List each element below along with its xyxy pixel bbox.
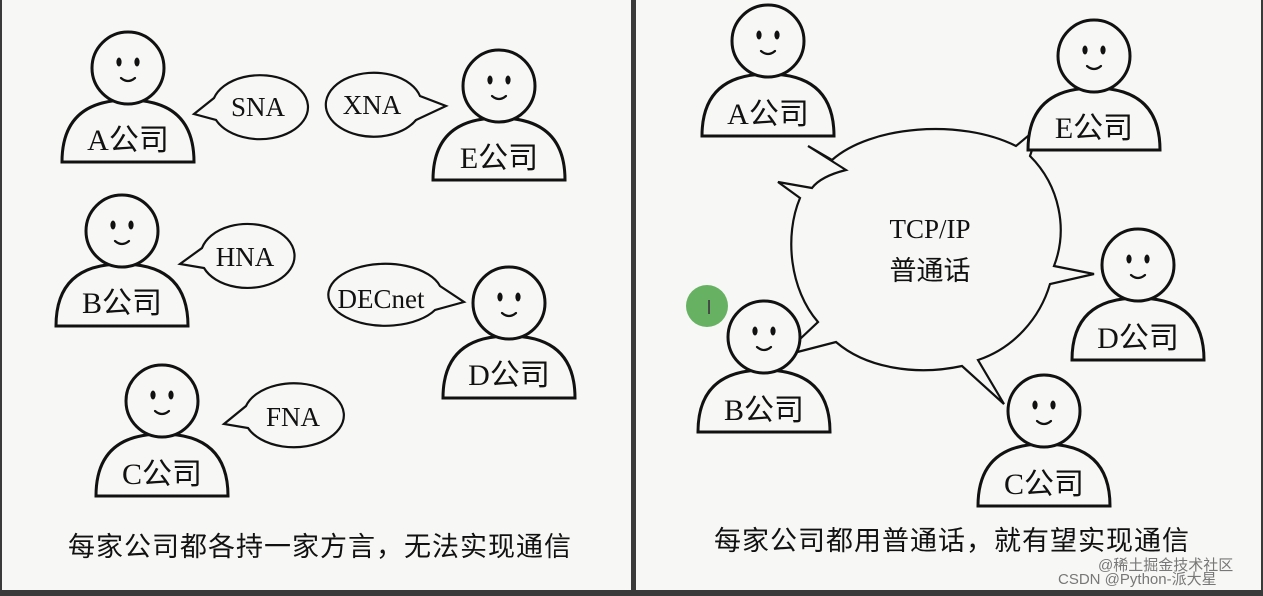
person-head bbox=[90, 30, 166, 106]
bubble-fna: FNA bbox=[221, 382, 345, 449]
person-label: B公司 bbox=[82, 287, 162, 320]
person-smile bbox=[755, 345, 773, 352]
cursor-dot bbox=[686, 285, 728, 327]
person-eye bbox=[168, 390, 174, 400]
person-label: D公司 bbox=[1097, 322, 1179, 355]
person-head bbox=[1100, 227, 1176, 303]
bubble-label: XNA bbox=[343, 90, 402, 120]
bubble-xna: XNA bbox=[324, 71, 449, 138]
center-bubble-shape bbox=[777, 122, 1095, 405]
person-head bbox=[730, 3, 806, 79]
person-eye bbox=[752, 326, 758, 336]
bubble-shape bbox=[327, 262, 467, 327]
person-smile bbox=[153, 409, 171, 416]
person-smile bbox=[1035, 419, 1053, 426]
person-eye bbox=[1050, 400, 1056, 410]
person-smile bbox=[119, 76, 137, 83]
bubble-shape bbox=[324, 71, 449, 138]
right-person-e: E公司 bbox=[1026, 18, 1162, 152]
person-eye bbox=[774, 30, 780, 40]
person-head bbox=[1056, 18, 1132, 94]
person-head bbox=[726, 299, 802, 375]
person-eye bbox=[770, 326, 776, 336]
bubble-hna: HNA bbox=[177, 222, 296, 290]
bubble-label: FNA bbox=[266, 402, 321, 432]
person-label: D公司 bbox=[468, 359, 550, 392]
person-smile bbox=[500, 311, 518, 318]
left-caption: 每家公司都各持一家方言，无法实现通信 bbox=[68, 532, 572, 562]
person-eye bbox=[1100, 45, 1106, 55]
person-label: E公司 bbox=[1055, 112, 1133, 145]
cursor-indicator: I bbox=[686, 285, 728, 327]
left-person-e: E公司 bbox=[431, 48, 567, 182]
watermark-csdn: CSDN @Python-派大星 bbox=[1058, 571, 1217, 588]
right-caption: 每家公司都用普通话，就有望实现通信 bbox=[714, 526, 1190, 556]
left-person-c: C公司 bbox=[94, 363, 230, 498]
person-smile bbox=[1129, 273, 1147, 280]
person-smile bbox=[113, 239, 131, 246]
person-label: C公司 bbox=[122, 458, 202, 491]
bubble-sna: SNA bbox=[191, 74, 310, 141]
person-eye bbox=[128, 220, 134, 230]
center-bubble-line1: TCP/IP bbox=[889, 214, 970, 244]
center-bubble-line2: 普通话 bbox=[890, 256, 971, 286]
person-smile bbox=[759, 49, 777, 56]
person-smile bbox=[490, 94, 508, 101]
person-eye bbox=[1144, 254, 1150, 264]
watermark-juejin: @稀土掘金技术社区 bbox=[1098, 557, 1233, 574]
person-head bbox=[471, 265, 547, 341]
right-person-a: A公司 bbox=[700, 3, 836, 138]
person-head bbox=[124, 363, 200, 439]
left-person-a: A公司 bbox=[60, 30, 196, 164]
bubble-label: HNA bbox=[216, 242, 275, 272]
person-label: A公司 bbox=[87, 124, 169, 157]
person-eye bbox=[110, 220, 116, 230]
bubble-shape bbox=[221, 382, 345, 449]
left-person-b: B公司 bbox=[54, 193, 190, 328]
person-eye bbox=[505, 75, 511, 85]
person-head bbox=[1006, 373, 1082, 449]
right-person-c: C公司 bbox=[976, 373, 1112, 508]
person-head bbox=[461, 48, 537, 124]
person-label: E公司 bbox=[460, 142, 538, 175]
person-label: C公司 bbox=[1004, 468, 1084, 501]
person-eye bbox=[756, 30, 762, 40]
text-cursor-icon: I bbox=[706, 297, 712, 319]
bubble-label: DECnet bbox=[338, 284, 425, 314]
person-eye bbox=[1082, 45, 1088, 55]
person-eye bbox=[1032, 400, 1038, 410]
person-head bbox=[84, 193, 160, 269]
person-eye bbox=[150, 390, 156, 400]
person-eye bbox=[497, 292, 503, 302]
bubble-decnet: DECnet bbox=[327, 262, 467, 327]
center-bubble: TCP/IP 普通话 bbox=[777, 122, 1095, 405]
bubble-shape bbox=[177, 222, 296, 290]
person-eye bbox=[1126, 254, 1132, 264]
bubble-shape bbox=[191, 74, 310, 141]
person-eye bbox=[116, 57, 122, 67]
person-eye bbox=[134, 57, 140, 67]
person-eye bbox=[487, 75, 493, 85]
person-label: A公司 bbox=[727, 98, 809, 131]
person-eye bbox=[515, 292, 521, 302]
person-smile bbox=[1085, 64, 1103, 71]
person-label: B公司 bbox=[724, 394, 804, 427]
right-person-b: B公司 bbox=[696, 299, 832, 434]
bubble-label: SNA bbox=[231, 92, 286, 122]
left-person-d: D公司 bbox=[441, 265, 577, 400]
right-person-d: D公司 bbox=[1070, 227, 1206, 362]
